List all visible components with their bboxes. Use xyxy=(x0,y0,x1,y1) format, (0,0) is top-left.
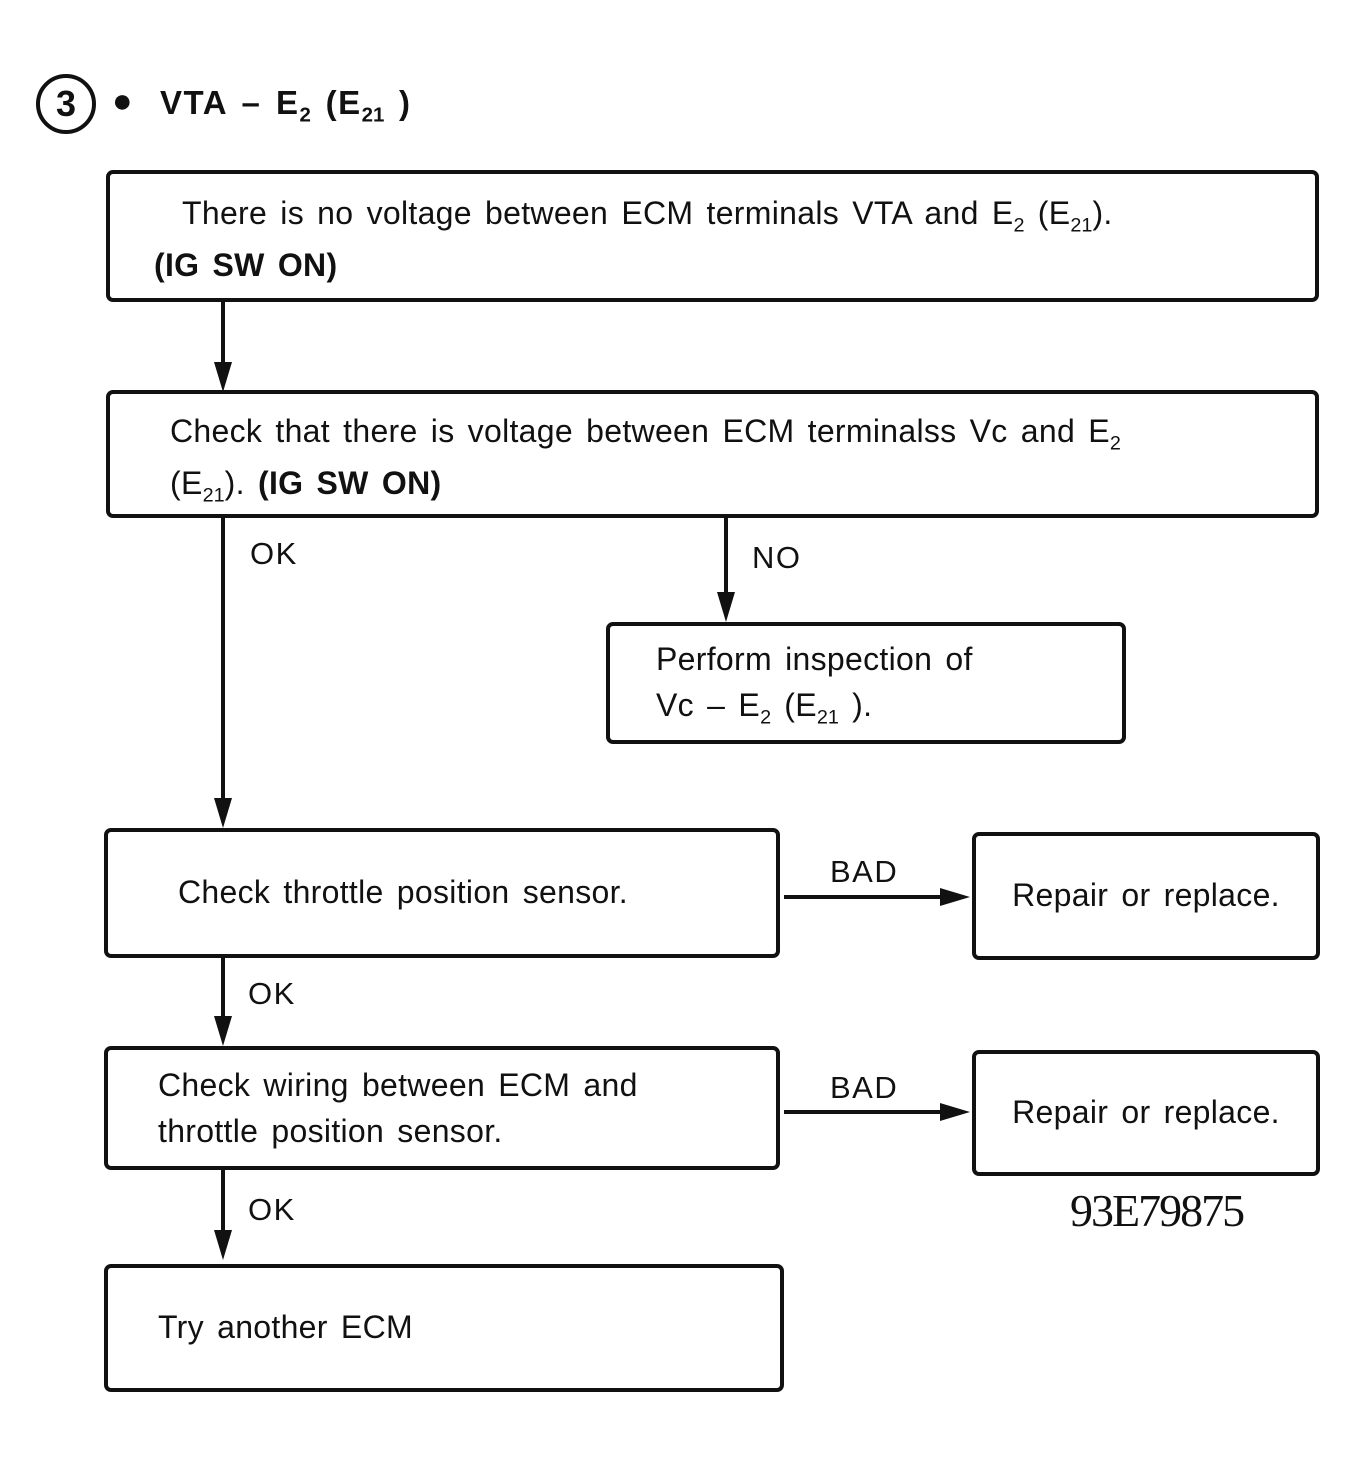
bullet-icon: ● xyxy=(112,82,133,120)
box-repair-replace-1: Repair or replace. xyxy=(972,832,1320,960)
arrowhead-down-no xyxy=(717,592,735,622)
bad-arrow-line-2 xyxy=(784,1110,944,1114)
box-check-voltage-line2-prefix: (E21). xyxy=(170,465,259,507)
bad-arrow-line-1 xyxy=(784,895,944,899)
box-perform-line2: Vc – E2 (E21 ). xyxy=(656,687,873,729)
box-try-another-ecm: Try another ECM xyxy=(104,1264,784,1392)
figure-code: 93E79875 xyxy=(1070,1185,1245,1236)
box-repair-replace-2: Repair or replace. xyxy=(972,1050,1320,1176)
arrowhead-down-ok3 xyxy=(214,1230,232,1260)
ok-branch-line-3 xyxy=(221,1170,225,1232)
box-no-voltage: There is no voltage between ECM terminal… xyxy=(106,170,1319,302)
label-ok-3: OK xyxy=(248,1192,296,1227)
box-check-voltage-line2-bold: (IG SW ON) xyxy=(258,465,442,501)
box-check-tps-text: Check throttle position sensor. xyxy=(178,874,628,911)
box-no-voltage-line1: There is no voltage between ECM terminal… xyxy=(182,195,1113,237)
box-check-voltage-line1: Check that there is voltage between ECM … xyxy=(170,413,1121,455)
label-bad-1: BAD xyxy=(830,854,899,889)
arrowhead-right-1 xyxy=(940,888,970,906)
box-check-voltage: Check that there is voltage between ECM … xyxy=(106,390,1319,518)
box-check-voltage-line2: (E21). (IG SW ON) xyxy=(170,465,442,507)
label-no: NO xyxy=(752,540,802,575)
ok-branch-line-2 xyxy=(221,958,225,1018)
connector-line-1 xyxy=(221,302,225,364)
arrowhead-down-ok1 xyxy=(214,798,232,828)
no-branch-line xyxy=(724,518,728,594)
box-check-tps: Check throttle position sensor. xyxy=(104,828,780,958)
box-check-wiring-line2: throttle position sensor. xyxy=(158,1113,503,1149)
arrowhead-down-ok2 xyxy=(214,1016,232,1046)
label-bad-2: BAD xyxy=(830,1070,899,1105)
step-number-circle: 3 xyxy=(36,74,96,134)
section-title: VTA – E2 (E21 ) xyxy=(160,84,412,127)
arrowhead-down-1 xyxy=(214,362,232,392)
box-check-wiring: Check wiring between ECM and throttle po… xyxy=(104,1046,780,1170)
box-perform-line1: Perform inspection of xyxy=(656,641,973,677)
arrowhead-right-2 xyxy=(940,1103,970,1121)
ok-branch-line-1 xyxy=(221,518,225,800)
label-ok-1: OK xyxy=(250,536,298,571)
label-ok-2: OK xyxy=(248,976,296,1011)
box-no-voltage-line2: (IG SW ON) xyxy=(154,247,338,283)
box-repair-1-text: Repair or replace. xyxy=(1012,877,1280,914)
box-check-wiring-line1: Check wiring between ECM and xyxy=(158,1067,638,1103)
step-number: 3 xyxy=(55,83,77,124)
box-repair-2-text: Repair or replace. xyxy=(1012,1094,1280,1131)
box-try-ecm-text: Try another ECM xyxy=(158,1309,413,1345)
box-perform-inspection: Perform inspection of Vc – E2 (E21 ). xyxy=(606,622,1126,744)
